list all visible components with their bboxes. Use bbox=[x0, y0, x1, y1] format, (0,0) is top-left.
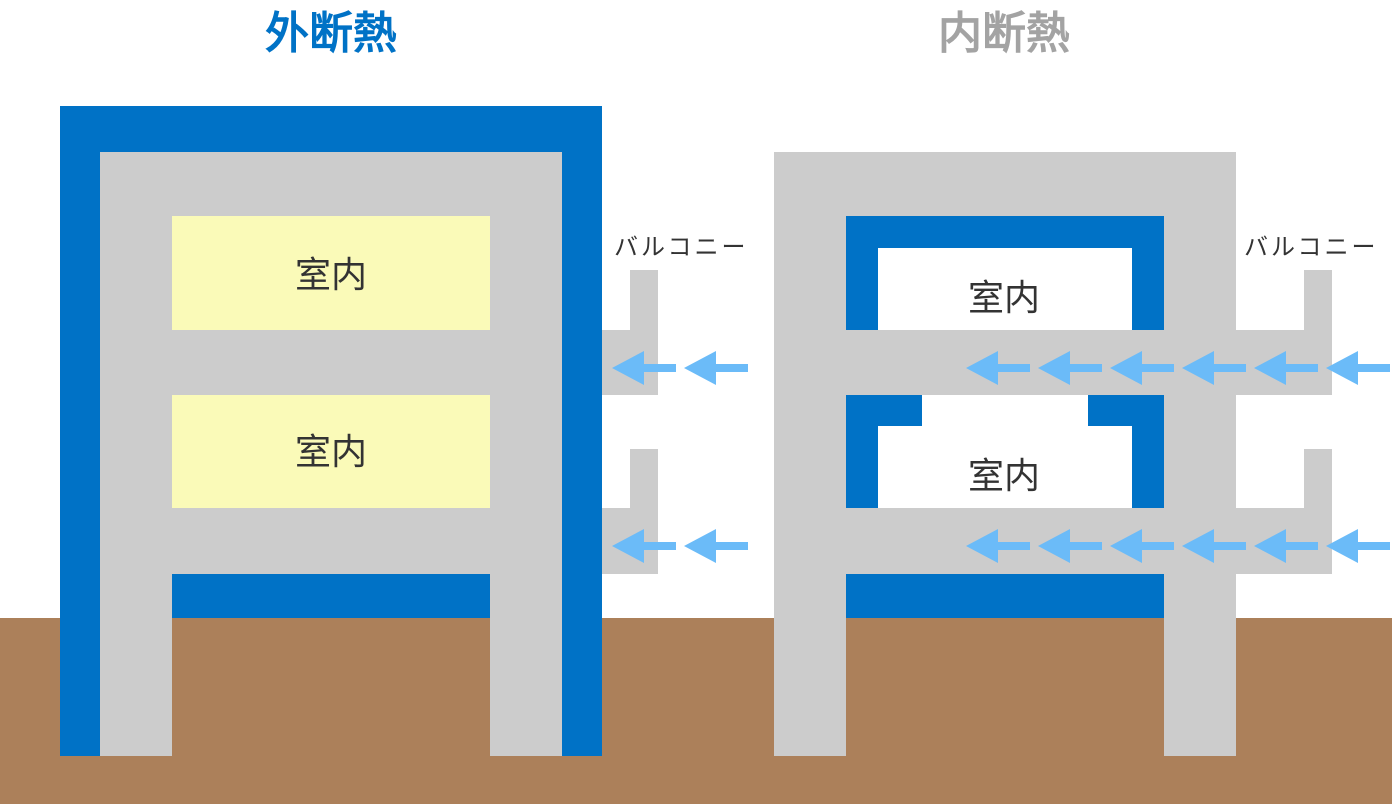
arrow-left-icon bbox=[612, 351, 676, 385]
arrow-left-icon bbox=[684, 351, 748, 385]
arrow-left-icon bbox=[966, 529, 1030, 563]
heat-flow-arrows-outer bbox=[612, 351, 748, 563]
concrete-column-right bbox=[1164, 152, 1236, 756]
concrete-frame-top bbox=[100, 152, 562, 216]
room-label-outer-lower: 室内 bbox=[295, 432, 367, 473]
room-label-inner-upper: 室内 bbox=[968, 278, 1040, 319]
balcony-label-outer: バルコニー bbox=[614, 233, 749, 261]
concrete-column-left bbox=[100, 152, 172, 756]
concrete-slab-floor-1 bbox=[100, 508, 562, 574]
concrete-frame-top bbox=[774, 152, 1236, 216]
arrow-left-icon bbox=[966, 351, 1030, 385]
concrete-slab-floor-2 bbox=[100, 330, 562, 395]
arrow-left-icon bbox=[1254, 351, 1318, 385]
building-inner-insulation bbox=[774, 152, 1332, 756]
room-lower bbox=[172, 395, 490, 508]
floor-insulation bbox=[846, 574, 1164, 618]
arrow-left-icon bbox=[1038, 351, 1102, 385]
balcony-label-inner: バルコニー bbox=[1244, 233, 1379, 261]
concrete-column-left bbox=[774, 152, 846, 756]
room-label-outer-upper: 室内 bbox=[295, 255, 367, 296]
arrow-left-icon bbox=[1326, 351, 1390, 385]
floor-insulation bbox=[172, 574, 490, 618]
arrow-left-icon bbox=[1326, 529, 1390, 563]
concrete-column-right bbox=[490, 152, 562, 756]
arrow-left-icon bbox=[1110, 529, 1174, 563]
building-outer-insulation bbox=[60, 106, 658, 756]
arrow-left-icon bbox=[1182, 351, 1246, 385]
balcony-lower-parapet bbox=[1304, 449, 1332, 508]
heat-flow-arrows-inner bbox=[966, 351, 1390, 563]
room-lower-insulation-right bbox=[1088, 395, 1164, 508]
room-upper bbox=[878, 248, 1132, 330]
room-upper bbox=[172, 216, 490, 330]
room-label-inner-lower: 室内 bbox=[968, 456, 1040, 497]
arrow-left-icon bbox=[612, 529, 676, 563]
arrow-left-icon bbox=[684, 529, 748, 563]
room-lower-insulation-left bbox=[846, 395, 922, 508]
arrow-left-icon bbox=[1038, 529, 1102, 563]
arrow-left-icon bbox=[1110, 351, 1174, 385]
arrow-left-icon bbox=[1254, 529, 1318, 563]
title-inner-insulation: 内断熱 bbox=[938, 8, 1070, 59]
title-outer-insulation: 外断熱 bbox=[265, 8, 397, 59]
balcony-upper-parapet bbox=[1304, 270, 1332, 330]
arrow-left-icon bbox=[1182, 529, 1246, 563]
ground bbox=[0, 618, 1392, 804]
